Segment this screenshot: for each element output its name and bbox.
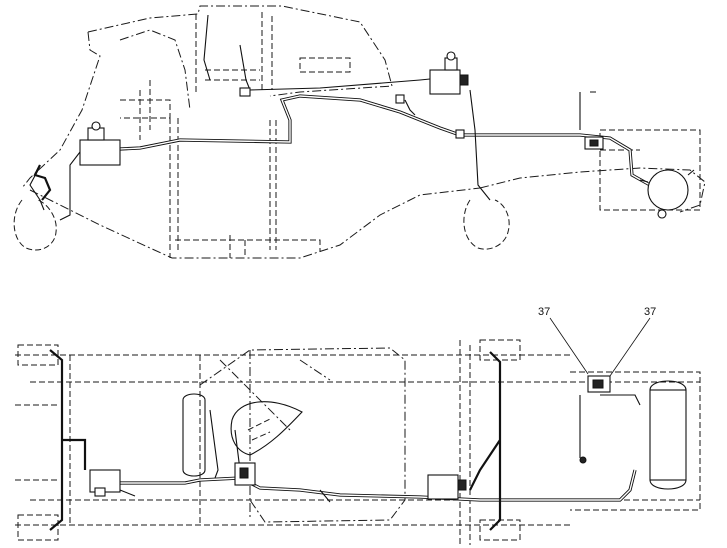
plan-rear-axle-lines (469, 351, 502, 531)
plan-body-outline (199, 347, 406, 523)
callout-left: 37 (538, 306, 589, 375)
plan-booster (427, 474, 467, 500)
side-body-outline (21, 5, 706, 259)
side-master-cylinder (79, 121, 121, 166)
plan-frame-rails (15, 340, 701, 545)
plan-reservoir (182, 393, 206, 477)
side-fittings (239, 87, 465, 139)
side-air-tank (639, 169, 695, 219)
callout-label-right: 37 (644, 306, 656, 318)
plan-valve-cluster (234, 462, 256, 486)
side-cab-interior (195, 12, 351, 92)
plan-front-axle-lines (49, 349, 87, 531)
callout-leader-right (609, 317, 651, 377)
plan-view (15, 339, 701, 545)
side-secondary-lines (29, 14, 596, 221)
plan-master-cylinder (89, 469, 121, 497)
plan-air-tank (649, 380, 687, 490)
callout-right: 37 (609, 306, 656, 377)
plan-front-wheels (17, 339, 521, 541)
side-booster (429, 51, 469, 95)
plan-secondary-lines (119, 394, 641, 503)
side-view (13, 5, 706, 259)
side-valve (584, 136, 604, 150)
side-rear-wheel (463, 199, 510, 250)
side-frame (120, 80, 701, 258)
side-front-wheel (13, 199, 57, 251)
plan-fuel-tank (230, 401, 303, 456)
plan-relay-valve (579, 375, 611, 464)
callout-leader-left (549, 317, 589, 375)
side-front-brake-hose (33, 164, 52, 201)
callout-label-left: 37 (538, 306, 550, 318)
